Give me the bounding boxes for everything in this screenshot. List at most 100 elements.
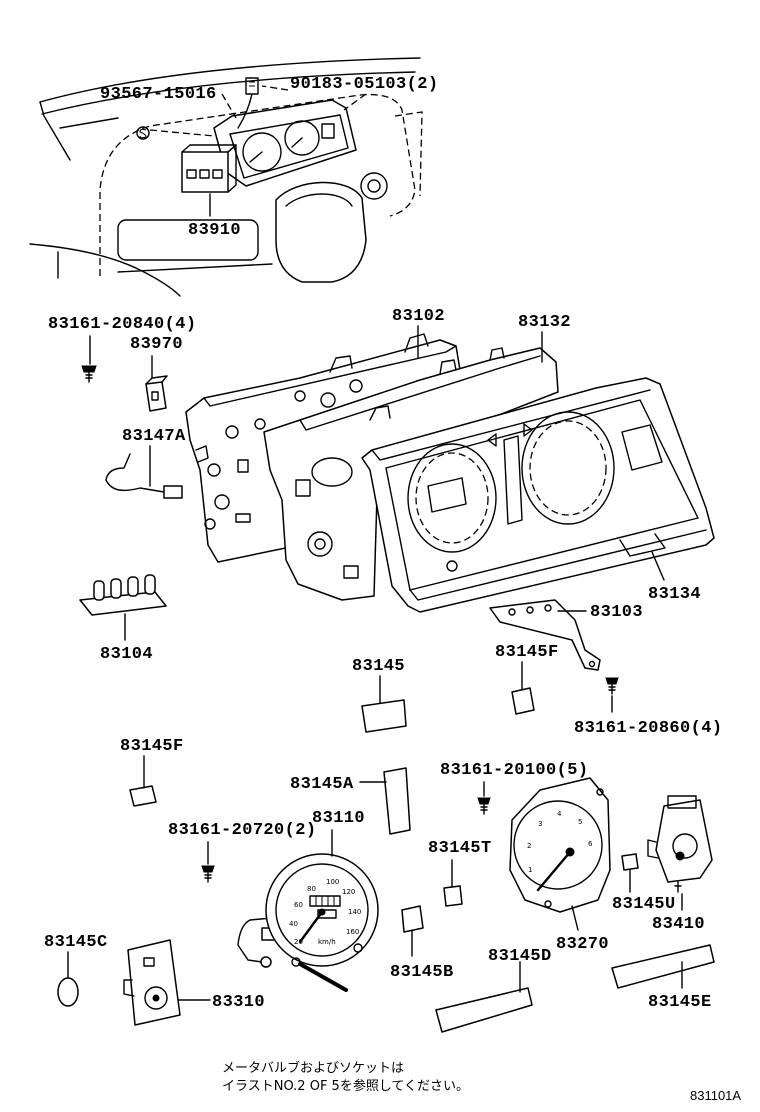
gauge-scale-label: 100: [326, 878, 339, 886]
dashboard-lower-curve: [29, 243, 181, 297]
leader-line: [261, 85, 289, 91]
gauge-scale-label: 60: [294, 901, 303, 909]
small-gauge: [123, 939, 181, 1026]
dashboard-knob: [360, 172, 388, 200]
screw-head: [81, 365, 97, 373]
gauge-unit-label: km/h: [318, 938, 336, 946]
front-panel-center-strip: [503, 435, 523, 525]
instrument-housing-rib: [369, 405, 391, 421]
leader-line: [651, 551, 665, 581]
small-gauge-terminal: [123, 979, 135, 997]
part-number-label: 83910: [188, 221, 241, 240]
front-panel-screw-hole: [446, 560, 458, 572]
part-number-label: 83145U: [612, 895, 676, 914]
small-gauge-terminal: [647, 839, 659, 859]
hood-indicator: [321, 123, 335, 139]
part-number-label: 83103: [590, 603, 643, 622]
dashboard-right-outline: [394, 111, 423, 197]
hood-gauge-right-needle: [291, 137, 303, 148]
leader-line: [343, 93, 367, 111]
part-number-label: 83145T: [428, 839, 492, 858]
part-number-label: 83410: [652, 915, 705, 934]
bulb: [127, 576, 139, 597]
light-filter-pad: [361, 699, 407, 733]
relay-module-body: [145, 381, 167, 412]
small-gauge-screw: [674, 881, 682, 893]
rear-case-hole: [225, 425, 239, 439]
cluster-hood: [213, 99, 357, 187]
hood-gauge-right: [284, 120, 320, 156]
gauge-mount-boss: [291, 957, 301, 967]
figure-code: 831101A: [690, 1088, 741, 1103]
front-panel-dial-right: [521, 411, 615, 525]
bracket-body: [489, 599, 601, 671]
part-number-label: 83110: [312, 809, 365, 828]
gauge-mount-boss: [353, 943, 363, 953]
leader-line: [571, 905, 579, 931]
gauge-scale-label: 160: [346, 928, 359, 936]
dashboard-left-edge: [39, 101, 71, 161]
front-panel-bottom-lip: [409, 529, 707, 601]
footnote: メータバルブおよびソケットは イラストNO.2 OF 5を参照してください。: [222, 1060, 469, 1094]
dashboard-top-edge-inner: [41, 71, 416, 115]
gauge-needle-hub: [318, 908, 326, 916]
gauge-needle-hub: [565, 847, 575, 857]
large-dial-gauge: 20 40 60 80 100 120 140 160 km/h: [237, 853, 379, 992]
gauge-scale-label: 140: [348, 908, 361, 916]
instrument-housing-opening: [311, 457, 353, 487]
part-number-label: 83145: [352, 657, 405, 676]
wire-harness-cable: [105, 453, 131, 481]
screw-head: [605, 677, 619, 685]
part-number-label: 83970: [130, 335, 183, 354]
light-filter-pad: [511, 687, 535, 715]
gauge-odometer-digits: [315, 896, 335, 906]
light-filter-pad: [129, 785, 157, 807]
front-panel-recess: [385, 399, 699, 591]
gauge-dial-face: [513, 800, 603, 890]
wire-harness: [105, 453, 183, 499]
screw-shank: [480, 803, 488, 815]
callout-labels: 93567-15016 90183-05103(2) 83910 83161-2…: [44, 75, 722, 1012]
front-panel: [361, 377, 715, 613]
leader-line: [221, 93, 237, 119]
part-number-label: 83145B: [390, 963, 454, 982]
rear-case-hole: [349, 379, 363, 393]
part-number-label: 90183-05103(2): [290, 75, 438, 94]
instrument-housing-socket: [295, 479, 311, 497]
screw-head: [477, 797, 491, 805]
rear-case-notch: [195, 445, 209, 463]
leader-line: [237, 93, 253, 129]
switch-module-front: [181, 151, 229, 193]
gauge-odometer: [309, 895, 341, 907]
gauge-scale-label: 40: [289, 920, 298, 928]
bulb-socket-plate: [79, 574, 167, 616]
footnote-line: メータバルブおよびソケットは: [222, 1060, 404, 1076]
gauge-dial-face: [275, 863, 369, 957]
small-gauge-housing: [127, 939, 181, 1026]
light-filter-pad: [401, 905, 424, 933]
switch-module-side: [227, 144, 237, 193]
front-panel-body: [361, 377, 715, 613]
footnote-line: イラストNO.2 OF 5を参照してください。: [222, 1078, 469, 1094]
gauge-scale-label: 6: [588, 840, 593, 848]
switch-button: [199, 169, 210, 179]
part-number-label: 83161-20720(2): [168, 821, 316, 840]
switch-module: [181, 144, 237, 193]
screw-shank: [204, 871, 212, 883]
bracket: [489, 599, 601, 671]
dashboard-bottom-trim: [117, 263, 273, 273]
lens-strip: [383, 767, 411, 835]
gauge-cable-tube: [237, 917, 273, 963]
part-number-label: 83145F: [495, 643, 559, 662]
rear-case-rib: [329, 355, 353, 373]
screw-shank: [85, 371, 93, 383]
front-panel-gauge-window: [621, 424, 663, 471]
small-gauge-dial: [144, 986, 168, 1010]
bracket-hole: [508, 608, 516, 616]
rear-case-rib: [404, 333, 429, 353]
part-number-label: 83147A: [122, 427, 186, 446]
part-number-label: 83270: [556, 935, 609, 954]
small-gauge-top-plate: [667, 795, 697, 809]
instrument-housing-tab: [439, 359, 457, 375]
